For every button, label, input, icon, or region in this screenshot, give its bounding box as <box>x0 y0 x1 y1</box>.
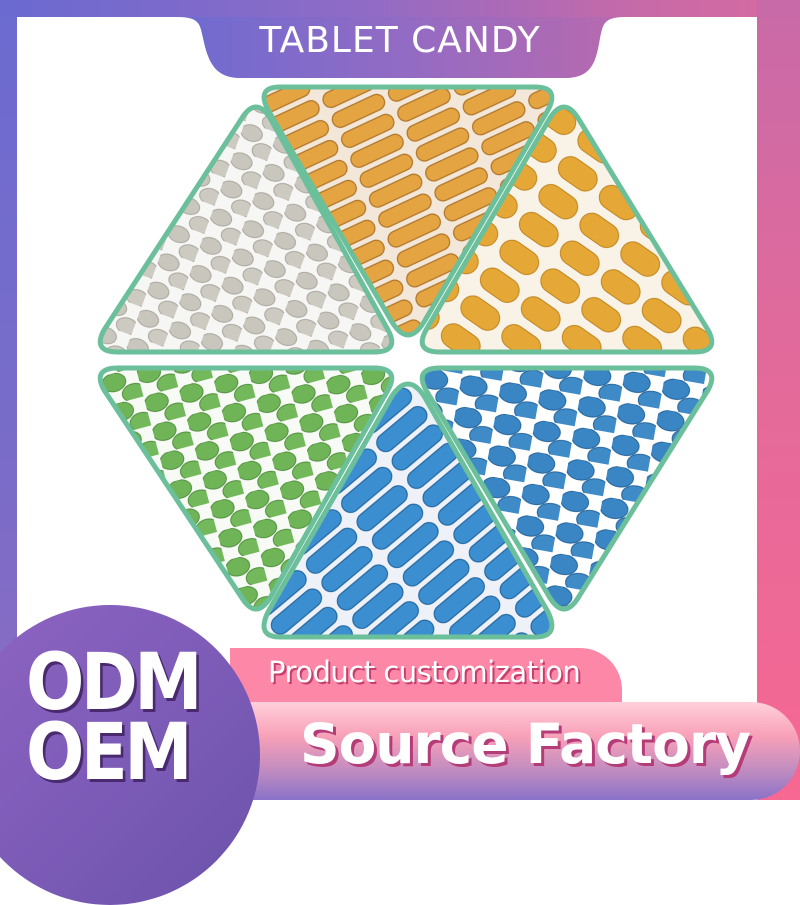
frame-top-bar <box>0 0 800 17</box>
subtitle-text: Product customization <box>268 655 581 689</box>
page-title: TABLET CANDY <box>259 20 541 61</box>
candy-hexagon <box>97 84 715 640</box>
segment-top-left <box>97 104 395 355</box>
segment-bottom <box>261 381 555 640</box>
badge-text: ODM OEM <box>26 638 203 798</box>
segment-top <box>261 84 555 338</box>
subtitle-banner <box>230 648 622 704</box>
badge-line-oem: OEM <box>26 708 193 798</box>
title-tab <box>178 17 625 78</box>
headline-text: Source Factory <box>300 712 751 776</box>
segment-top-right <box>419 104 715 355</box>
badge-line-odm: ODM <box>26 638 203 728</box>
frame-right-bar <box>757 0 800 800</box>
headline-banner <box>240 702 800 800</box>
segment-bottom-right <box>419 365 715 612</box>
segment-bottom-left <box>97 365 395 612</box>
